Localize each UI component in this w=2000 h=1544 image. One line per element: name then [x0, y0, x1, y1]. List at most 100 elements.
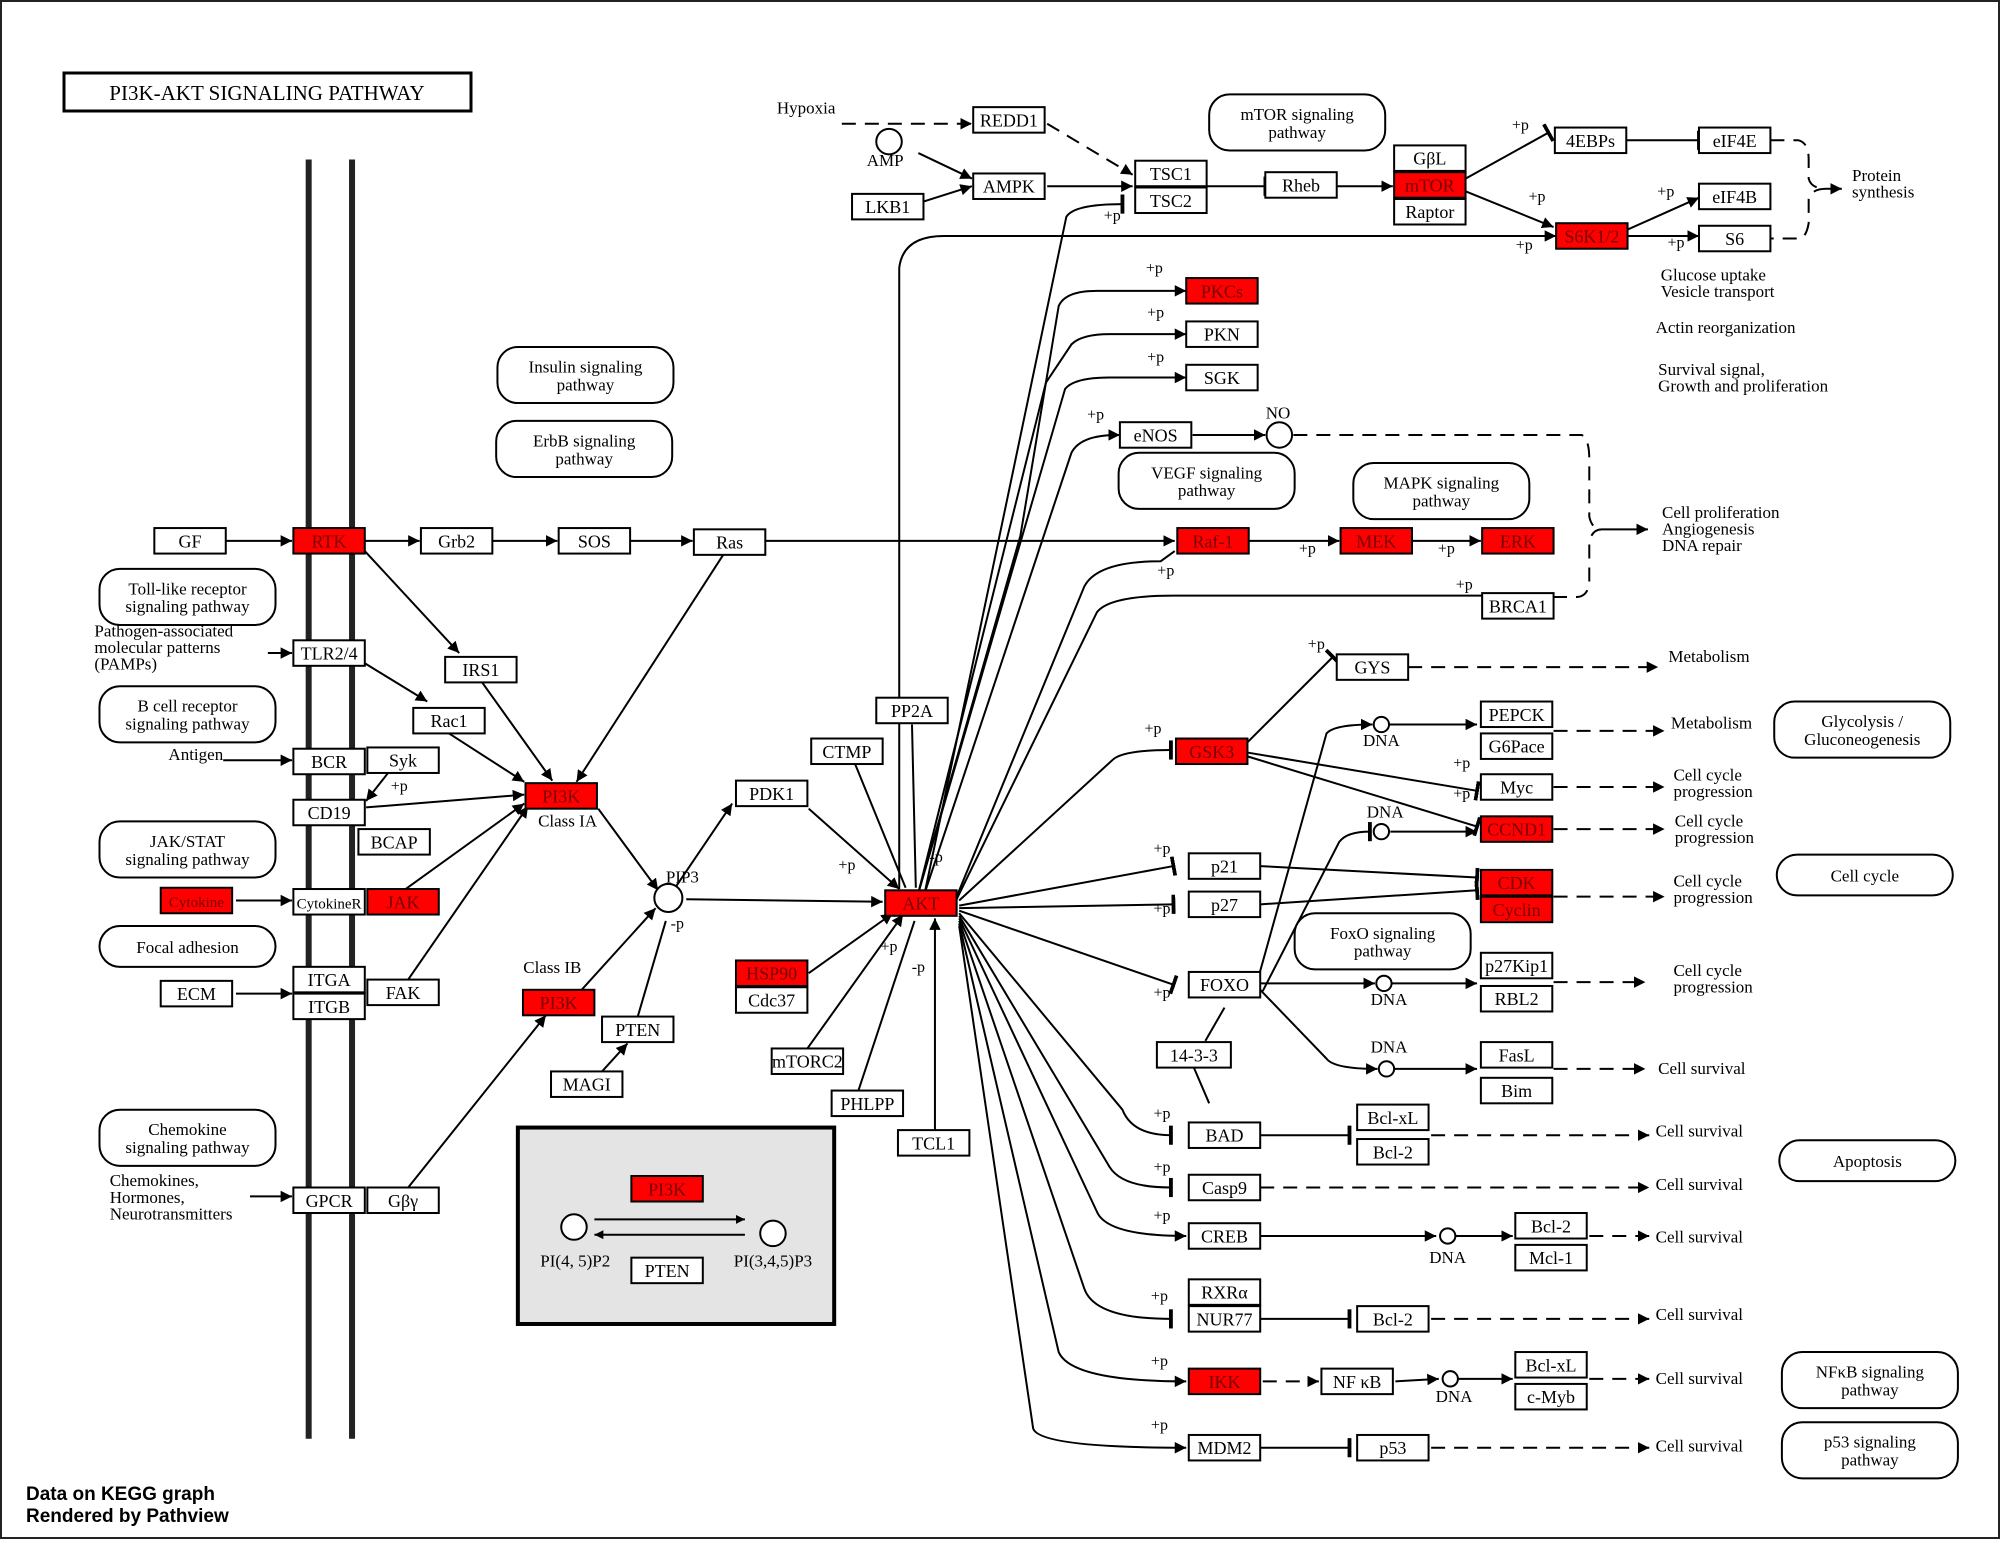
gene-node-fak[interactable]: FAK	[366, 978, 440, 1007]
gene-node-nur77[interactable]: NUR77	[1187, 1305, 1262, 1333]
gene-node-casp9[interactable]: Casp9	[1187, 1173, 1262, 1202]
gene-node-mtorc2[interactable]: mTORC2	[770, 1047, 845, 1075]
gene-node-s1433[interactable]: 14-3-3	[1155, 1041, 1232, 1069]
gene-node-ecm[interactable]: ECM	[159, 979, 234, 1008]
gene-node-mcl1[interactable]: Mcl-1	[1514, 1243, 1588, 1272]
gene-node-cytokiner[interactable]: CytokineR	[292, 888, 366, 916]
gene-node-phlpp[interactable]: PHLPP	[830, 1089, 905, 1118]
pathway-link-focal[interactable]: Focal adhesion	[98, 925, 277, 968]
gene-node-sos[interactable]: SOS	[557, 527, 632, 555]
gene-node-p53[interactable]: p53	[1356, 1433, 1430, 1462]
gene-node-ccnd1[interactable]: CCND1	[1479, 815, 1554, 843]
gene-node-rheb[interactable]: Rheb	[1264, 171, 1338, 199]
gene-node-akt[interactable]: AKT	[884, 889, 958, 917]
gene-node-p27[interactable]: p27	[1187, 890, 1262, 919]
gene-node-pi3k_ia[interactable]: PI3K	[524, 782, 598, 810]
gene-node-irs1[interactable]: IRS1	[444, 655, 518, 684]
pathway-link-apoptosis[interactable]: Apoptosis	[1778, 1139, 1957, 1183]
pathway-link-glyco[interactable]: Glycolysis /Gluconeogenesis	[1773, 700, 1952, 759]
gene-node-ctmp[interactable]: CTMP	[810, 737, 884, 766]
gene-node-tsc1[interactable]: TSC1	[1134, 159, 1208, 188]
gene-node-nfkb[interactable]: NF κB	[1320, 1367, 1394, 1396]
gene-node-tsc2[interactable]: TSC2	[1134, 186, 1208, 215]
gene-node-tcl1[interactable]: TCL1	[896, 1129, 971, 1157]
gene-node-s6[interactable]: S6	[1697, 224, 1772, 253]
pathway-link-cellcycle[interactable]: Cell cycle	[1775, 853, 1954, 897]
gene-node-mdm2[interactable]: MDM2	[1187, 1433, 1262, 1462]
gene-node-eif4e[interactable]: eIF4E	[1697, 126, 1772, 155]
gene-node-p21[interactable]: p21	[1187, 852, 1262, 880]
gene-node-mek[interactable]: MEK	[1339, 527, 1413, 555]
gene-node-grb2[interactable]: Grb2	[419, 527, 494, 555]
gene-node-pkcs[interactable]: PKCs	[1185, 277, 1259, 305]
gene-node-itgb[interactable]: ITGB	[292, 992, 366, 1021]
gene-node-lkb1[interactable]: LKB1	[851, 192, 925, 221]
gene-node-bclxl2[interactable]: Bcl-xL	[1514, 1351, 1588, 1379]
gene-node-creb[interactable]: CREB	[1187, 1222, 1262, 1250]
gene-node-s6k[interactable]: S6K1/2	[1555, 222, 1629, 250]
gene-node-ras[interactable]: Ras	[692, 528, 767, 556]
gene-node-enos[interactable]: eNOS	[1118, 421, 1193, 449]
gene-node-bcr[interactable]: BCR	[292, 747, 366, 776]
gene-node-cytokine[interactable]: Cytokine	[159, 886, 234, 915]
gene-node-hsp90[interactable]: HSP90	[734, 959, 809, 987]
gene-node-erk[interactable]: ERK	[1481, 527, 1555, 555]
gene-node-itga[interactable]: ITGA	[292, 965, 366, 994]
gene-node-rtk[interactable]: RTK	[292, 527, 366, 555]
gene-node-fasl[interactable]: FasL	[1479, 1041, 1554, 1069]
gene-node-jak[interactable]: JAK	[366, 888, 440, 916]
gene-node-gbl[interactable]: GβL	[1393, 144, 1467, 172]
gene-node-tlr[interactable]: TLR2/4	[292, 639, 366, 667]
gene-node-cd19[interactable]: CD19	[292, 798, 366, 827]
gene-node-magi[interactable]: MAGI	[550, 1070, 624, 1098]
gene-node-bclxl1[interactable]: Bcl-xL	[1356, 1103, 1430, 1132]
gene-node-bcap[interactable]: BCAP	[357, 828, 431, 856]
gene-node-leg_pten[interactable]: PTEN	[630, 1256, 704, 1285]
gene-node-bcl2c[interactable]: Bcl-2	[1356, 1305, 1430, 1333]
gene-node-pepck[interactable]: PEPCK	[1479, 700, 1554, 729]
gene-node-bim[interactable]: Bim	[1479, 1076, 1554, 1105]
gene-node-mtor[interactable]: mTOR	[1393, 171, 1467, 199]
gene-node-cdk[interactable]: CDK	[1479, 868, 1554, 897]
gene-node-cyclin[interactable]: Cyclin	[1479, 895, 1554, 924]
gene-node-ampk[interactable]: AMPK	[972, 172, 1046, 200]
gene-node-g6pace[interactable]: G6Pace	[1479, 732, 1554, 760]
gene-node-eif4b[interactable]: eIF4B	[1697, 182, 1772, 211]
gene-node-cdc37[interactable]: Cdc37	[734, 986, 809, 1014]
gene-node-myc[interactable]: Myc	[1479, 773, 1554, 801]
gene-node-raf1[interactable]: Raf-1	[1176, 527, 1250, 555]
gene-node-pp2a[interactable]: PP2A	[875, 696, 949, 725]
gene-node-gpcr[interactable]: GPCR	[292, 1186, 366, 1215]
gene-node-gby[interactable]: Gβγ	[366, 1186, 440, 1215]
gene-node-rxra[interactable]: RXRα	[1187, 1278, 1262, 1306]
gene-node-pi3k_ib[interactable]: PI3K	[521, 988, 596, 1017]
gene-node-bcl2b[interactable]: Bcl-2	[1514, 1212, 1588, 1240]
gene-node-pten[interactable]: PTEN	[601, 1015, 675, 1044]
gene-node-bad[interactable]: BAD	[1187, 1121, 1262, 1149]
gene-node-gsk3[interactable]: GSK3	[1175, 737, 1249, 766]
gene-node-rac1[interactable]: Rac1	[412, 706, 486, 735]
gene-node-syk[interactable]: Syk	[366, 746, 440, 774]
gene-node-leg_pi3k[interactable]: PI3K	[630, 1175, 704, 1203]
gene-node-sgk[interactable]: SGK	[1185, 363, 1259, 392]
gene-node-pdk1[interactable]: PDK1	[734, 779, 809, 808]
gene-node-gf[interactable]: GF	[153, 527, 227, 555]
gene-node-foxo[interactable]: FOXO	[1187, 970, 1262, 999]
gene-node-p27kip1[interactable]: p27Kip1	[1479, 951, 1554, 980]
gene-node-rbl2[interactable]: RBL2	[1479, 984, 1554, 1013]
gene-node-brca1[interactable]: BRCA1	[1481, 592, 1555, 620]
gene-node-ebps[interactable]: 4EBPs	[1553, 126, 1628, 155]
gene-node-bcl2a[interactable]: Bcl-2	[1356, 1138, 1430, 1166]
gene-node-raptor[interactable]: Raptor	[1393, 197, 1467, 226]
